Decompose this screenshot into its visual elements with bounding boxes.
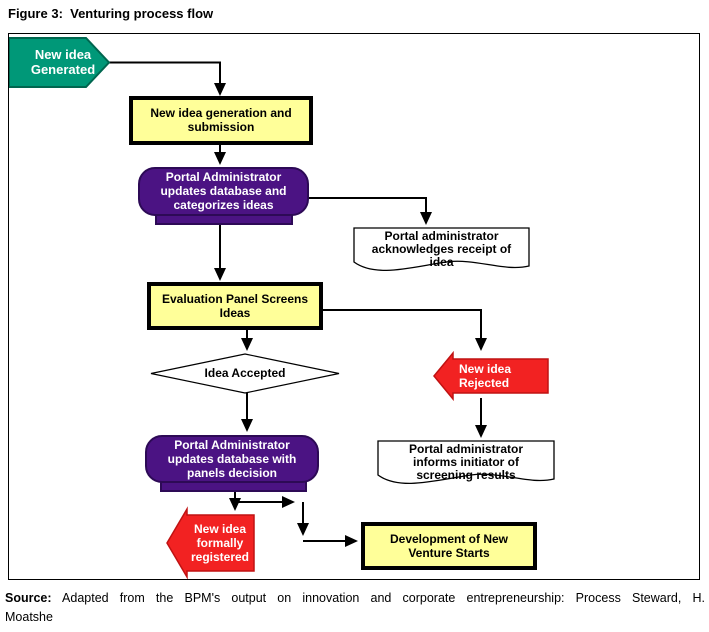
source-line2: Moatshe [5,610,53,624]
source-line1: Source: Adapted from the BPM's output on… [5,589,705,608]
decision-diamond-label: Idea Accepted [204,366,286,380]
document-acknowledge-label: Portal administrator acknowledges receip… [371,229,512,269]
document-acknowledge-shape [353,227,530,272]
flowchart-canvas: New idea Generated New idea generation a… [8,33,700,580]
rounded-process-categorize-shape [138,167,309,216]
flowchart-graphics [9,37,555,579]
source-text: Adapted from the BPM's output on innovat… [62,591,705,605]
registered-arrow-shape [166,506,255,579]
connector-screening-to-rejected [321,309,487,351]
start-arrow-shape [9,37,111,88]
source-label: Source: [5,591,52,605]
process-development-label: Development of New Venture Starts [389,532,509,560]
process-screening-shape [147,282,323,330]
process-submission-shape [129,96,313,145]
start-arrow-label: New idea Generated [30,47,96,77]
document-inform-label: Portal administrator informs initiator o… [408,442,524,482]
process-screening-label: Evaluation Panel Screens Ideas [161,292,309,320]
process-development-shape [361,522,537,570]
process-submission-label: New idea generation and submission [150,106,292,134]
rejected-arrow-shape [433,350,549,402]
connector-categorize-to-acknowledge [308,197,432,225]
document-inform-shape [377,440,555,484]
rejected-arrow-label: New idea Rejected [459,362,512,390]
source-note: Source: Adapted from the BPM's output on… [5,589,705,627]
connectors [109,61,487,547]
rounded-process-update-shape [145,435,319,483]
rounded-process-categorize-label: Portal Administrator updates database an… [160,170,287,212]
connector-start-to-submission [109,61,226,96]
decision-diamond-shape [150,353,340,394]
rounded-process-update-label: Portal Administrator updates database wi… [167,438,297,480]
registered-arrow-label: New idea formally registered [190,522,250,564]
figure-title: Figure 3: Venturing process flow [8,6,214,21]
